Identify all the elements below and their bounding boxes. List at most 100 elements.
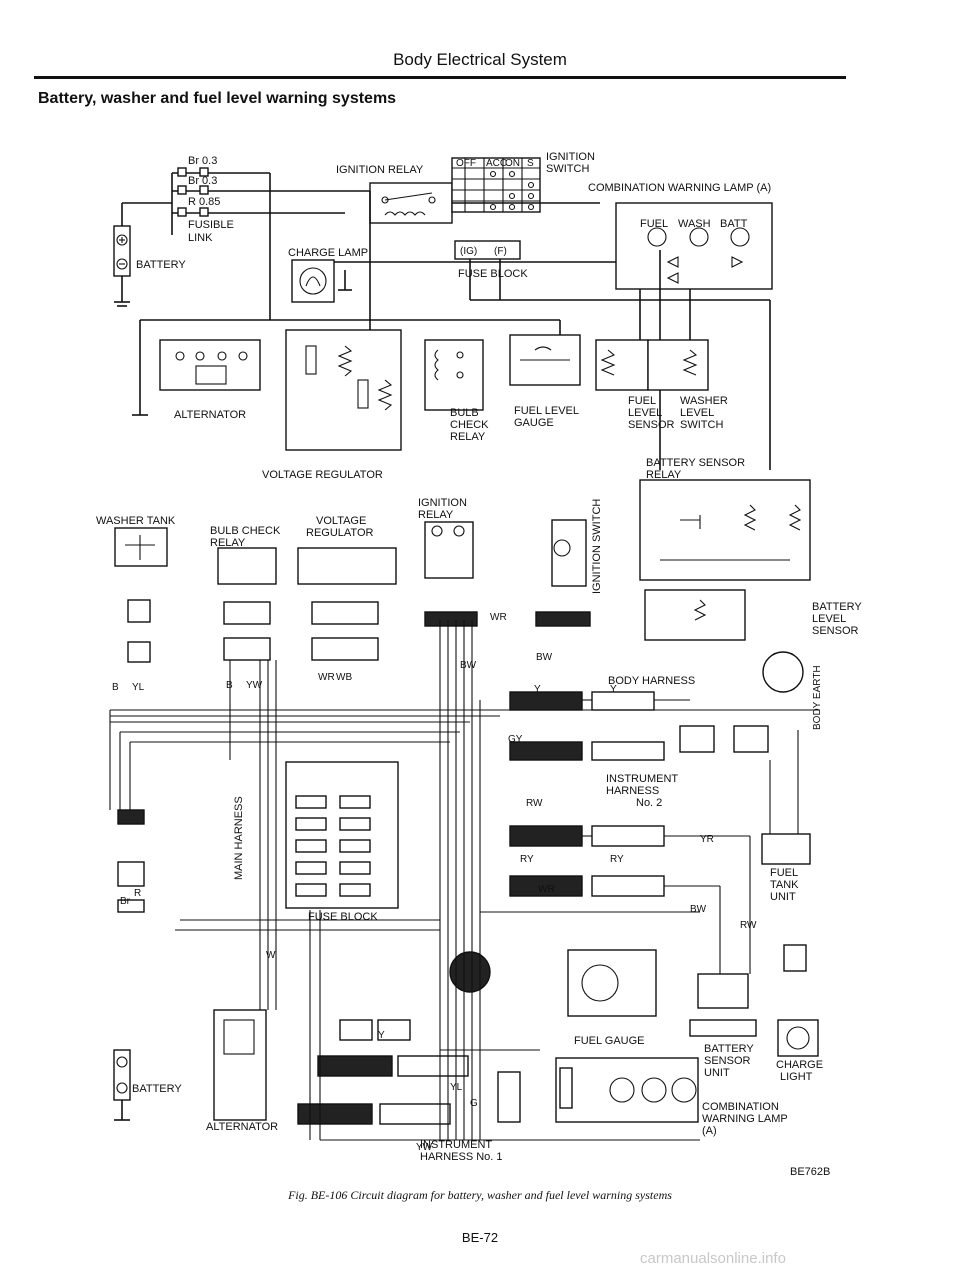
harness-bundle (109, 620, 820, 1141)
label-br03b: Br 0.3 (188, 175, 217, 187)
label-body-earth: BODY EARTH (812, 665, 823, 730)
page-number: BE-72 (461, 1230, 499, 1245)
alternator-symbol (159, 339, 261, 391)
label-battery-level-b: LEVEL (812, 613, 846, 625)
charge-lamp-symbol (291, 259, 335, 303)
alternator-bottom-part (213, 1009, 267, 1121)
label-body-harness: BODY HARNESS (608, 675, 695, 687)
label-link: LINK (188, 232, 213, 244)
label-voltage-regulator: VOLTAGE REGULATOR (262, 469, 383, 481)
label-washer-switch-b: LEVEL (680, 407, 714, 419)
figure-code: BE762B (790, 1166, 831, 1178)
wire-code: Y (610, 684, 617, 695)
label-charge-light-a: CHARGE (776, 1059, 823, 1071)
voltage-regulator-symbol (285, 329, 402, 451)
fuel-tank-unit-part (761, 833, 811, 972)
label-alternator: ALTERNATOR (174, 409, 246, 421)
page-title: Body Electrical System (393, 50, 567, 69)
combination-warning-lamp-box (615, 202, 773, 290)
battery-sensor-relay-symbol (639, 479, 811, 581)
wire-code: YW (416, 1142, 433, 1153)
top-wiring (139, 173, 771, 470)
label-charge-light-b: LIGHT (780, 1071, 813, 1083)
wire-code: WR (318, 672, 335, 683)
label-ign-relay2-a: IGNITION (418, 497, 467, 509)
wire-code: RW (740, 920, 757, 931)
bulb-check-relay-part (217, 547, 277, 661)
label-bulb-check-relay-b: RELAY (210, 537, 246, 549)
label-fuse-f: (F) (494, 246, 507, 257)
wire-code: WR (490, 612, 507, 623)
wire-code: YL (132, 682, 145, 693)
label-fuel-sensor-b: LEVEL (628, 407, 662, 419)
label-fusible: FUSIBLE (188, 219, 234, 231)
label-inst-harness1-a: INSTRUMENT (420, 1139, 492, 1151)
wire-code: RW (526, 798, 543, 809)
ignition-relay-part (424, 521, 478, 627)
wire-code: B (226, 680, 233, 691)
ignition-switch-part (535, 519, 591, 627)
label-fuel-gauge: FUEL GAUGE (574, 1035, 645, 1047)
label-washer-switch-a: WASHER (680, 395, 728, 407)
label-vr-a: VOLTAGE (316, 515, 366, 527)
battery-symbol (113, 225, 131, 307)
washer-level-switch-symbol (647, 339, 709, 391)
combination-warning-lamp-part (555, 1057, 699, 1123)
wire-code: RY (610, 854, 624, 865)
wire-code: Y (378, 1030, 385, 1041)
label-fuel-sensor-c: SENSOR (628, 419, 675, 431)
label-battery: BATTERY (136, 259, 186, 271)
label-inst-harness2-a: INSTRUMENT (606, 773, 678, 785)
label-battery-sensor-unit-b: SENSOR (704, 1055, 751, 1067)
fuel-level-gauge-symbol (509, 334, 581, 386)
label-cwl2-a: COMBINATION (702, 1101, 779, 1113)
figure-caption: Fig. BE-106 Circuit diagram for battery,… (288, 1188, 672, 1202)
label-lamp-batt: BATT (720, 218, 748, 230)
label-bulb: BULB (450, 407, 479, 419)
label-fuel-tank-unit-b: TANK (770, 879, 799, 891)
label-fuse-block: FUSE BLOCK (458, 268, 528, 280)
charge-light-part (777, 1019, 819, 1057)
label-fuel-tank-unit-a: FUEL (770, 867, 798, 879)
body-earth-connector (762, 651, 804, 693)
washer-motor-connectors (117, 809, 145, 913)
label-ignition-switch-b: SWITCH (546, 163, 589, 175)
body-harness-connectors (509, 691, 769, 761)
label-battery-2: BATTERY (132, 1083, 182, 1095)
label-ignition-relay: IGNITION RELAY (336, 164, 424, 176)
label-fuel-tank-unit-c: UNIT (770, 891, 796, 903)
label-battery-level-c: SENSOR (812, 625, 859, 637)
wire-code-labels: WR Y B YW BW WB WR BW Y YR RW RY GY BW W… (112, 612, 757, 1153)
label-fuel-level: FUEL LEVEL (514, 405, 579, 417)
label-alternator-2: ALTERNATOR (206, 1121, 278, 1133)
ignition-relay-symbol (369, 182, 453, 224)
battery-sensor-unit-part (689, 973, 757, 1037)
label-battery-level-a: BATTERY (812, 601, 862, 613)
label-battery-sensor-unit-c: UNIT (704, 1067, 730, 1079)
wire-code: G (470, 1098, 478, 1109)
label-inst-harness2-c: No. 2 (636, 797, 662, 809)
watermark: carmanualsonline.info (640, 1250, 786, 1267)
wire-code: BW (690, 904, 707, 915)
label-charge-lamp: CHARGE LAMP (288, 247, 368, 259)
label-washer-tank: WASHER TANK (96, 515, 176, 527)
label-bulb-check-relay-a: BULB CHECK (210, 525, 281, 537)
bulb-check-relay-symbol (424, 339, 484, 411)
label-r085: R 0.85 (188, 196, 220, 208)
label-relay: RELAY (450, 431, 486, 443)
instrument-harness-1-connectors (297, 1019, 521, 1125)
wire-code: R (134, 888, 141, 899)
label-check: CHECK (450, 419, 489, 431)
label-battery-sensor-unit-a: BATTERY (704, 1043, 754, 1055)
battery-bottom-part (113, 1049, 131, 1121)
voltage-regulator-part (297, 547, 397, 661)
fuel-gauge-part (449, 949, 657, 1017)
section-subtitle: Battery, washer and fuel level warning s… (38, 90, 397, 107)
diagram-labels: Br 0.3 Br 0.3 R 0.85 FUSIBLE LINK BATTER… (96, 151, 862, 1163)
label-inst-harness1-b: HARNESS No. 1 (420, 1151, 503, 1163)
wire-code: BW (460, 660, 477, 671)
label-battery-sensor: BATTERY SENSOR (646, 457, 745, 469)
label-inst-harness2-b: HARNESS (606, 785, 659, 797)
wire-code: W (266, 950, 276, 961)
label-sw-s: S (527, 158, 534, 169)
